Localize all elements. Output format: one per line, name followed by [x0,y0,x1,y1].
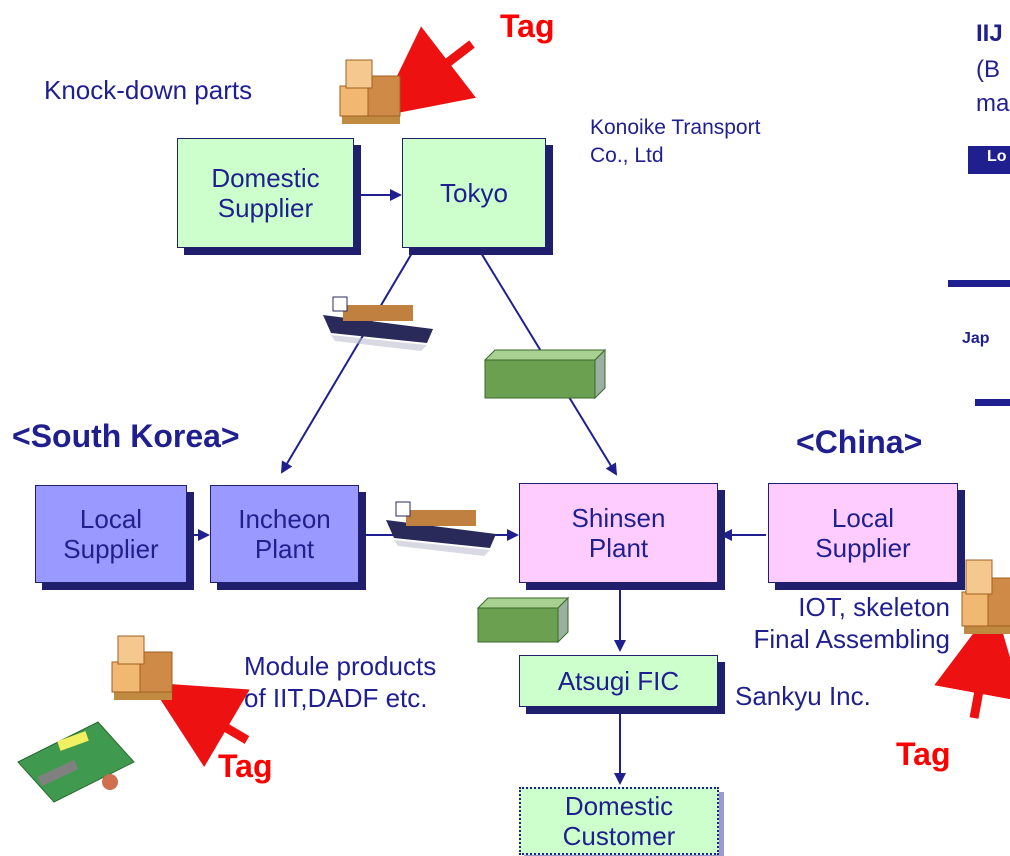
parts-box-icon-bottom-left [111,635,173,700]
ship-icon-tokyo-incheon [323,296,433,351]
cutoff-text-lo: Lo [987,148,1007,165]
ship-icon-incheon-shinsen [386,501,496,556]
iot-skeleton-label: IOT, skeleton Final Assembling [753,592,950,654]
red-arrow-bottom-right [934,604,1010,719]
tag-label-bottom-right: Tag [896,736,951,772]
container-icon-tokyo-shinsen [483,348,607,400]
parts-box-icon-right [961,559,1010,634]
red-arrow-bottom-left [149,682,250,768]
atsugi-fic-box: Atsugi FIC [519,655,718,707]
cutoff-text-ma: ma [976,90,1010,117]
tag-label-bottom-left: Tag [218,748,273,784]
cutoff-text-jap: Jap [962,330,990,347]
circuit-board-icon [17,721,135,803]
right-bar-2 [975,399,1010,406]
right-bar-1 [948,280,1010,287]
korea-local-supplier-box: Local Supplier [35,485,187,583]
konoike-label: Konoike Transport Co., Ltd [590,116,761,167]
red-arrow-top [377,26,476,117]
cutoff-text-iij: IIJ [976,20,1003,47]
domestic-customer-box: Domestic Customer [519,787,719,855]
right-label-box [968,146,1010,174]
incheon-plant-box: Incheon Plant [210,485,359,583]
sankyu-label: Sankyu Inc. [735,681,871,711]
container-icon-shinsen-atsugi [476,596,570,644]
knock-down-parts-label: Knock-down parts [44,75,253,105]
tokyo-box: Tokyo [402,138,546,248]
parts-box-icon-top [339,59,401,124]
south-korea-heading: <South Korea> [12,418,240,454]
tag-label-top: Tag [500,8,555,44]
china-local-supplier-box: Local Supplier [768,483,958,583]
china-heading: <China> [796,424,923,460]
domestic-supplier-box: Domestic Supplier [177,138,354,248]
cutoff-text-b: (B [976,56,1000,83]
arrow-tokyo-to-incheon [280,247,416,474]
shinsen-plant-box: Shinsen Plant [519,483,718,583]
module-products-label: Module products of IIT,DADF etc. [244,651,437,713]
